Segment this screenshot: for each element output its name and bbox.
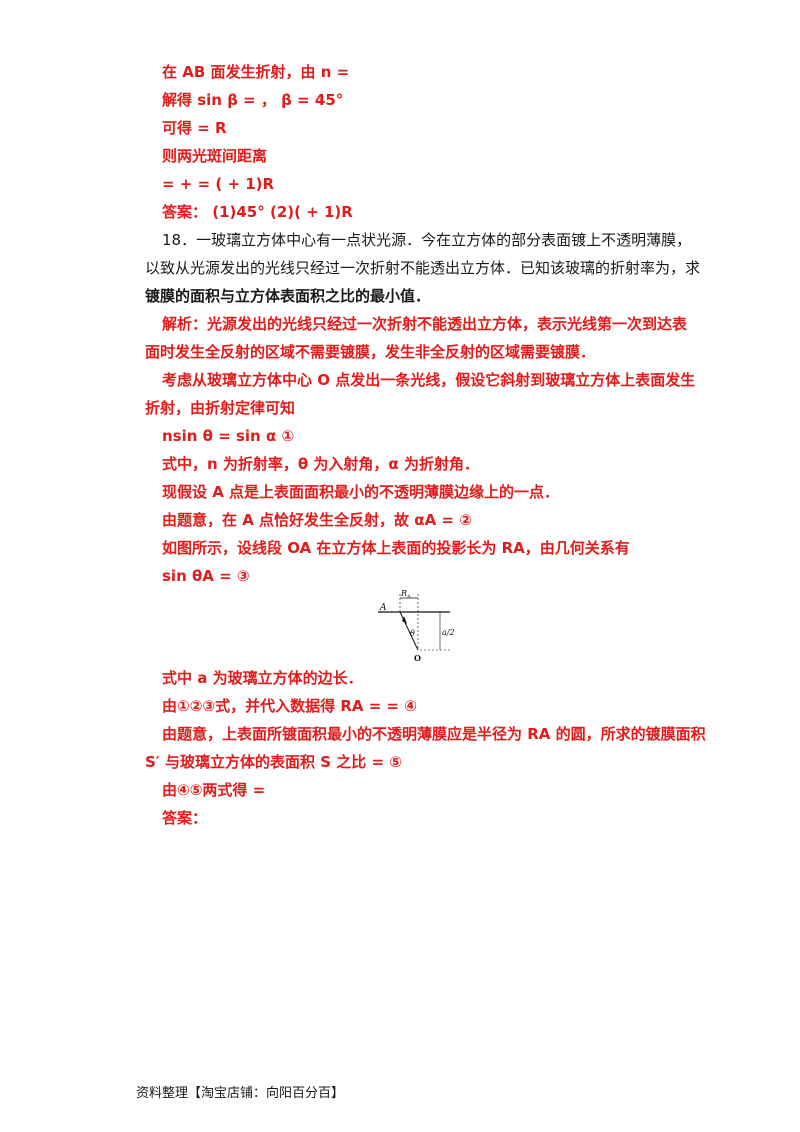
analysis-line-1: 解析：光源发出的光线只经过一次折射不能透出立方体，表示光线第一次到达表 bbox=[162, 315, 688, 333]
equation-4: 由①②③式，并代入数据得 RA = = ④ bbox=[162, 697, 417, 715]
label-r: R bbox=[400, 589, 407, 598]
ray-arrow bbox=[402, 616, 407, 624]
line-l2: 解得 sin β = ， β = 45° bbox=[162, 91, 344, 109]
question-line-2: 以致从光源发出的光线只经过一次折射不能透出立方体．已知该玻璃的折射率为，求 bbox=[145, 259, 701, 277]
label-theta: θ bbox=[410, 629, 415, 638]
geometry-diagram: R A A θ a/2 O bbox=[378, 589, 455, 663]
question-line-1: 18．一玻璃立方体中心有一点状光源．今在立方体的部分表面镀上不透明薄膜， bbox=[162, 231, 692, 249]
label-o: O bbox=[414, 653, 421, 663]
question-line-3: 镀膜的面积与立方体表面积之比的最小值． bbox=[145, 287, 431, 305]
analysis-line-6: 现假设 A 点是上表面面积最小的不透明薄膜边缘上的一点． bbox=[162, 483, 560, 501]
label-a2: a/2 bbox=[442, 628, 455, 637]
label-r-sub: A bbox=[406, 594, 411, 600]
analysis-line-3: 考虑从玻璃立方体中心 O 点发出一条光线，假设它斜射到玻璃立方体上表面发生 bbox=[162, 371, 696, 389]
conclusion-line: 由④⑤两式得 = bbox=[162, 781, 266, 799]
analysis-line-8: 如图所示，设线段 OA 在立方体上表面的投影长为 RA，由几何关系有 bbox=[162, 539, 630, 557]
line-l1: 在 AB 面发生折射，由 n = bbox=[162, 63, 350, 81]
answer-label: 答案： bbox=[162, 809, 208, 827]
equation-3: sin θA = ③ bbox=[162, 567, 250, 585]
analysis-line-9: 式中 a 为玻璃立方体的边长． bbox=[162, 669, 363, 687]
analysis-line-5: 式中，n 为折射率，θ 为入射角，α 为折射角． bbox=[162, 455, 479, 473]
analysis-line-7: 由题意，在 A 点恰好发生全反射，故 αA = ② bbox=[162, 511, 472, 529]
footer-credit: 资料整理【淘宝店铺：向阳百分百】 bbox=[136, 1086, 345, 1101]
equation-1: nsin θ = sin α ① bbox=[162, 427, 295, 445]
line-l3: 可得 = R bbox=[162, 119, 227, 137]
analysis-line-4: 折射，由折射定律可知 bbox=[145, 399, 296, 417]
equation-5: S′ 与玻璃立方体的表面积 S 之比 = ⑤ bbox=[145, 753, 402, 771]
ray-oa bbox=[399, 611, 419, 651]
analysis-line-10: 由题意，上表面所镀面积最小的不透明薄膜应是半径为 RA 的圆，所求的镀膜面积 bbox=[162, 725, 706, 743]
line-l4: 则两光斑间距离 bbox=[162, 147, 268, 165]
analysis-line-2: 面时发生全反射的区域不需要镀膜，发生非全反射的区域需要镀膜． bbox=[145, 343, 596, 361]
label-a: A bbox=[379, 603, 387, 613]
line-l5: = + = ( + 1)R bbox=[162, 175, 275, 193]
line-l6: 答案： (1)45° (2)( + 1)R bbox=[162, 203, 353, 221]
